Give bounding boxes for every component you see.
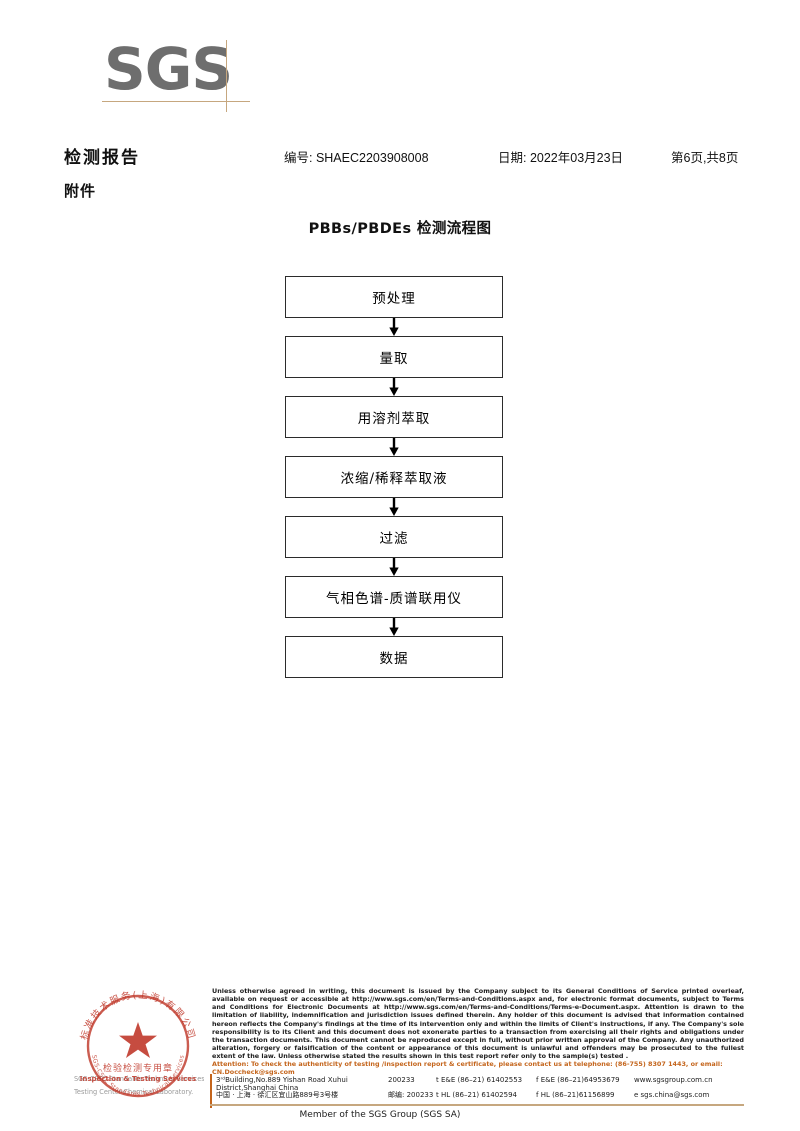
flow-arrow-icon	[285, 378, 503, 396]
sgs-logo-text: SGS	[104, 35, 233, 103]
address-row-cn: 中国 · 上海 · 徐汇区宜山路889号3号楼 邮编: 200233 t HL …	[216, 1090, 746, 1104]
footer-legal-text: Unless otherwise agreed in writing, this…	[212, 987, 744, 1061]
sgs-logo: SGS	[102, 35, 284, 118]
flow-step-measuring: 量取	[285, 336, 503, 378]
svg-text:SGS-CSTC Standards Technical S: SGS-CSTC Standards Technical Services (S…	[74, 1075, 204, 1083]
attachment-label: 附件	[64, 182, 97, 200]
flow-step-solvent-extraction: 用溶剂萃取	[285, 396, 503, 438]
footer-vertical-divider	[210, 1074, 212, 1108]
zip-chinese: 邮编: 200233	[388, 1091, 434, 1099]
member-of-sgs-group: Member of the SGS Group (SGS SA)	[299, 1110, 461, 1120]
footer-attention-text: Attention: To check the authenticity of …	[212, 1060, 723, 1077]
fax-ee: f E&E (86–21)64953679	[536, 1076, 620, 1084]
report-number: 编号: SHAEC2203908008	[284, 151, 429, 165]
flow-arrow-icon	[285, 318, 503, 336]
flow-step-concentrate-dilute: 浓缩/稀释萃取液	[285, 456, 503, 498]
company-seal-stamp: SGS-CSTC Standards Technical Services (S…	[72, 988, 204, 1106]
address-english: 3ʳᵈBuilding,No.889 Yishan Road Xuhui Dis…	[216, 1076, 348, 1092]
logo-horizontal-rule	[102, 101, 250, 102]
telephone-hl: t HL (86–21) 61402594	[436, 1091, 517, 1099]
email: e sgs.china@sgs.com	[634, 1091, 710, 1099]
flow-arrow-icon	[285, 438, 503, 456]
address-chinese: 中国 · 上海 · 徐汇区宜山路889号3号楼	[216, 1091, 339, 1099]
page-indicator: 第6页,共8页	[671, 151, 739, 165]
flow-step-filtration: 过滤	[285, 516, 503, 558]
flowchart: 预处理 量取 用溶剂萃取 浓缩/稀释萃取液 过滤 气相色谱-质谱联用仪 数据	[285, 276, 503, 678]
logo-vertical-rule	[226, 40, 227, 112]
flow-step-data: 数据	[285, 636, 503, 678]
flow-step-gcms: 气相色谱-质谱联用仪	[285, 576, 503, 618]
zip-english: 200233	[388, 1076, 415, 1084]
website: www.sgsgroup.com.cn	[634, 1076, 713, 1084]
telephone-ee: t E&E (86–21) 61402553	[436, 1076, 523, 1084]
flow-arrow-icon	[285, 558, 503, 576]
flow-arrow-icon	[285, 498, 503, 516]
fax-hl: f HL (86–21)61156899	[536, 1091, 615, 1099]
page-title: 检测报告	[64, 148, 140, 168]
address-row-en: 3ʳᵈBuilding,No.889 Yishan Road Xuhui Dis…	[216, 1076, 746, 1092]
svg-text:检验检测专用章: 检验检测专用章	[103, 1062, 173, 1074]
document-header: 检测报告 编号: SHAEC2203908008 日期: 2022年03月23日…	[64, 143, 744, 168]
flow-arrow-icon	[285, 618, 503, 636]
flowchart-title: PBBs/PBDEs 检测流程图	[308, 221, 492, 237]
footer-address-block: 3ʳᵈBuilding,No.889 Yishan Road Xuhui Dis…	[216, 1076, 746, 1104]
report-date: 日期: 2022年03月23日	[498, 151, 624, 165]
footer-horizontal-rule	[210, 1104, 744, 1106]
svg-text:Testing Center-Chemical Labora: Testing Center-Chemical Laboratory.	[73, 1088, 193, 1096]
svg-text:Inspection & Testing Services: Inspection & Testing Services	[80, 1075, 196, 1083]
flow-step-pretreatment: 预处理	[285, 276, 503, 318]
